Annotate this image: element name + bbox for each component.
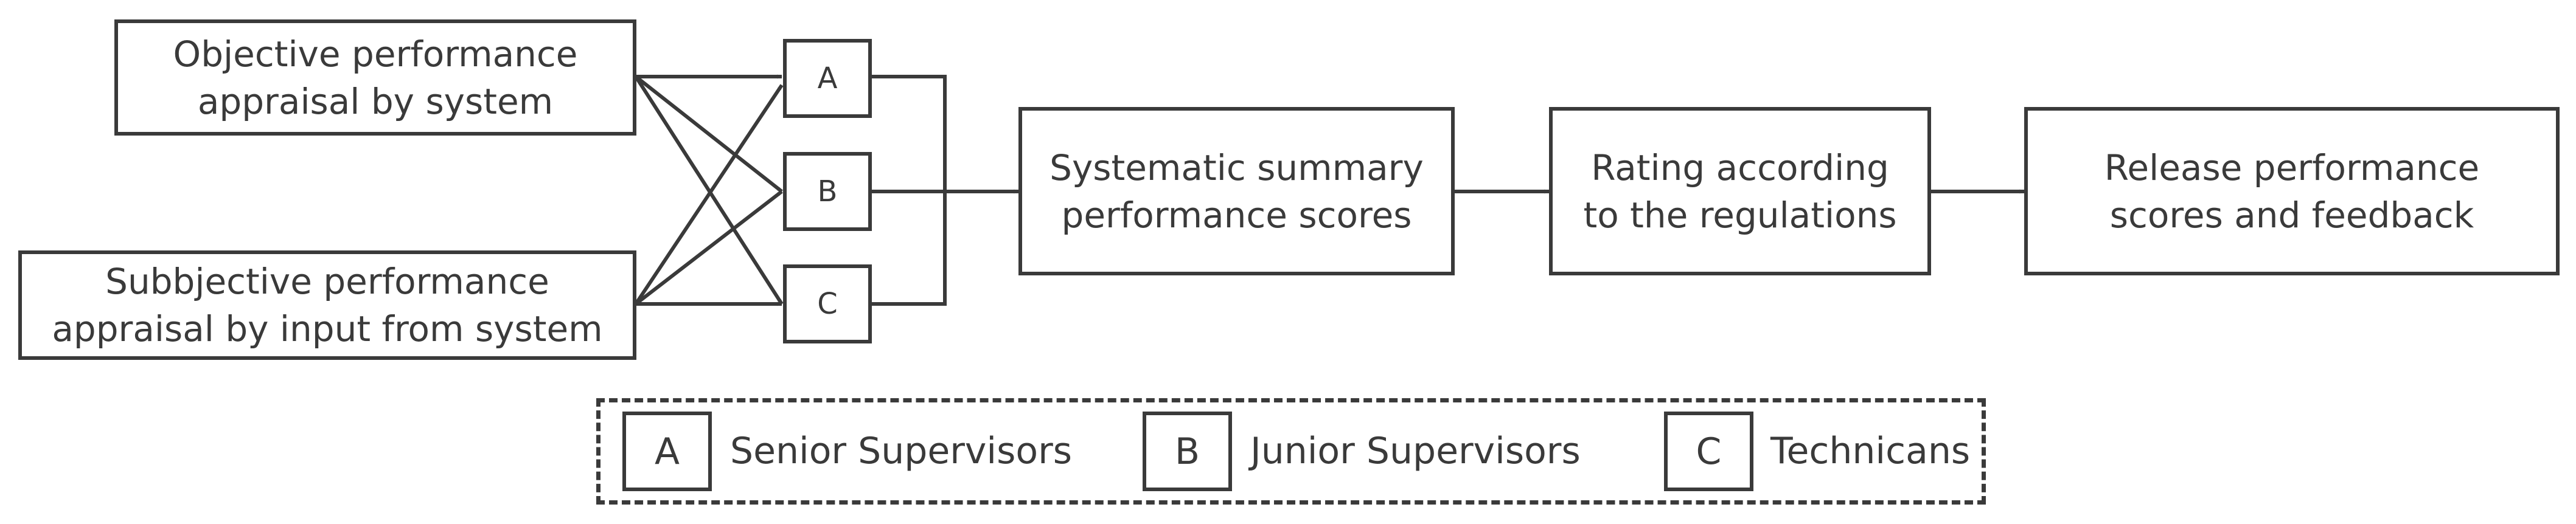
summary-scores-line-2: performance scores xyxy=(1061,194,1412,236)
legend-key-b: B xyxy=(1143,412,1232,491)
release-scores-box: Release performance scores and feedback xyxy=(2024,107,2560,275)
arrow-subjective-to-b xyxy=(635,190,783,306)
legend-key-b-label: B xyxy=(1174,430,1200,473)
legend-label-junior-supervisors: Junior Supervisors xyxy=(1250,430,1581,472)
legend-key-a-label: A xyxy=(654,430,680,473)
role-c-box: C xyxy=(783,264,872,343)
legend-frame xyxy=(596,398,1986,505)
rating-line-1: Rating according xyxy=(1591,147,1889,188)
objective-appraisal-line-1: Objective performance xyxy=(173,33,578,75)
objective-appraisal-line-2: appraisal by system xyxy=(197,80,554,122)
legend-key-a: A xyxy=(622,412,712,491)
legend-label-technicans: Technicans xyxy=(1770,430,1971,472)
arrow-objective-to-b xyxy=(635,75,783,193)
subjective-appraisal-box: Subbjective performance appraisal by inp… xyxy=(18,250,636,360)
role-c-label: C xyxy=(817,287,838,321)
legend-key-c-label: C xyxy=(1696,430,1722,473)
arrow-objective-to-c xyxy=(634,75,784,305)
objective-appraisal-box: Objective performance appraisal by syste… xyxy=(114,19,636,136)
summary-scores-line-1: Systematic summary xyxy=(1050,147,1424,188)
role-a-box: A xyxy=(783,39,872,118)
rating-line-2: to the regulations xyxy=(1583,194,1897,236)
release-scores-line-2: scores and feedback xyxy=(2109,194,2474,236)
role-a-label: A xyxy=(817,61,838,95)
legend-key-c: C xyxy=(1664,412,1753,491)
legend-label-senior-supervisors: Senior Supervisors xyxy=(730,430,1073,472)
role-b-label: B xyxy=(817,174,838,209)
rating-box: Rating according to the regulations xyxy=(1549,107,1931,275)
release-scores-line-1: Release performance xyxy=(2104,147,2480,188)
role-b-box: B xyxy=(783,152,872,231)
subjective-appraisal-line-1: Subbjective performance xyxy=(105,261,549,302)
arrow-subjective-to-a xyxy=(634,84,784,305)
subjective-appraisal-line-2: appraisal by input from system xyxy=(52,308,603,350)
summary-scores-box: Systematic summary performance scores xyxy=(1018,107,1455,275)
